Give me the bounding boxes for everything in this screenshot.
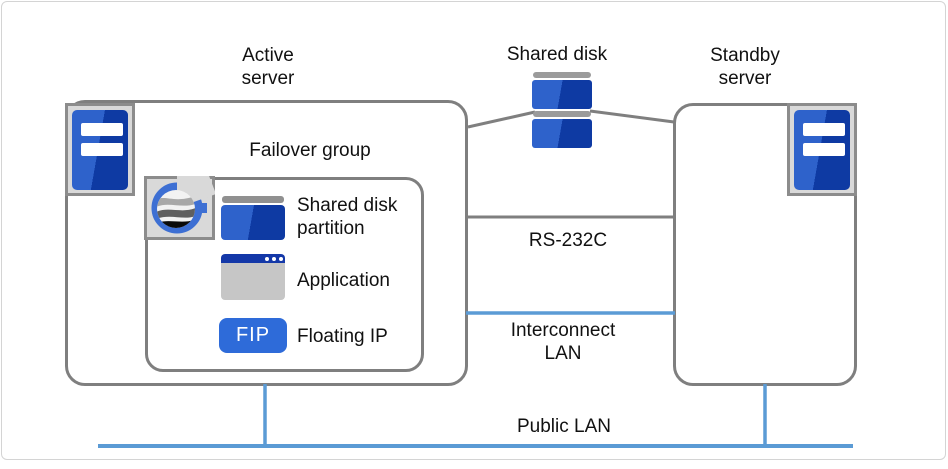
application-window-icon — [221, 254, 285, 300]
interconnect-lan-label: Interconnect LAN — [510, 320, 616, 364]
standby-server-label: Standby server — [710, 45, 780, 89]
failover-group-label: Failover group — [249, 140, 371, 161]
rs232c-label: RS-232C — [528, 230, 608, 251]
application-label: Application — [297, 270, 390, 291]
server-icon — [787, 103, 857, 196]
fip-badge-text: FIP — [235, 324, 271, 346]
shared-disk-partition-label: Shared disk partition — [297, 195, 398, 239]
active-server-label: Active server — [241, 45, 295, 89]
disk-partition-icon — [221, 196, 285, 240]
floating-ip-badge: FIP — [219, 318, 287, 353]
public-lan-label: Public LAN — [517, 416, 611, 437]
shared-disk-label: Shared disk — [506, 44, 608, 65]
canvas-border — [1, 1, 946, 460]
server-icon — [65, 103, 135, 196]
floating-ip-label: Floating IP — [297, 326, 388, 347]
cluster-logo-icon — [144, 176, 215, 240]
shared-disk-icon — [532, 72, 592, 148]
